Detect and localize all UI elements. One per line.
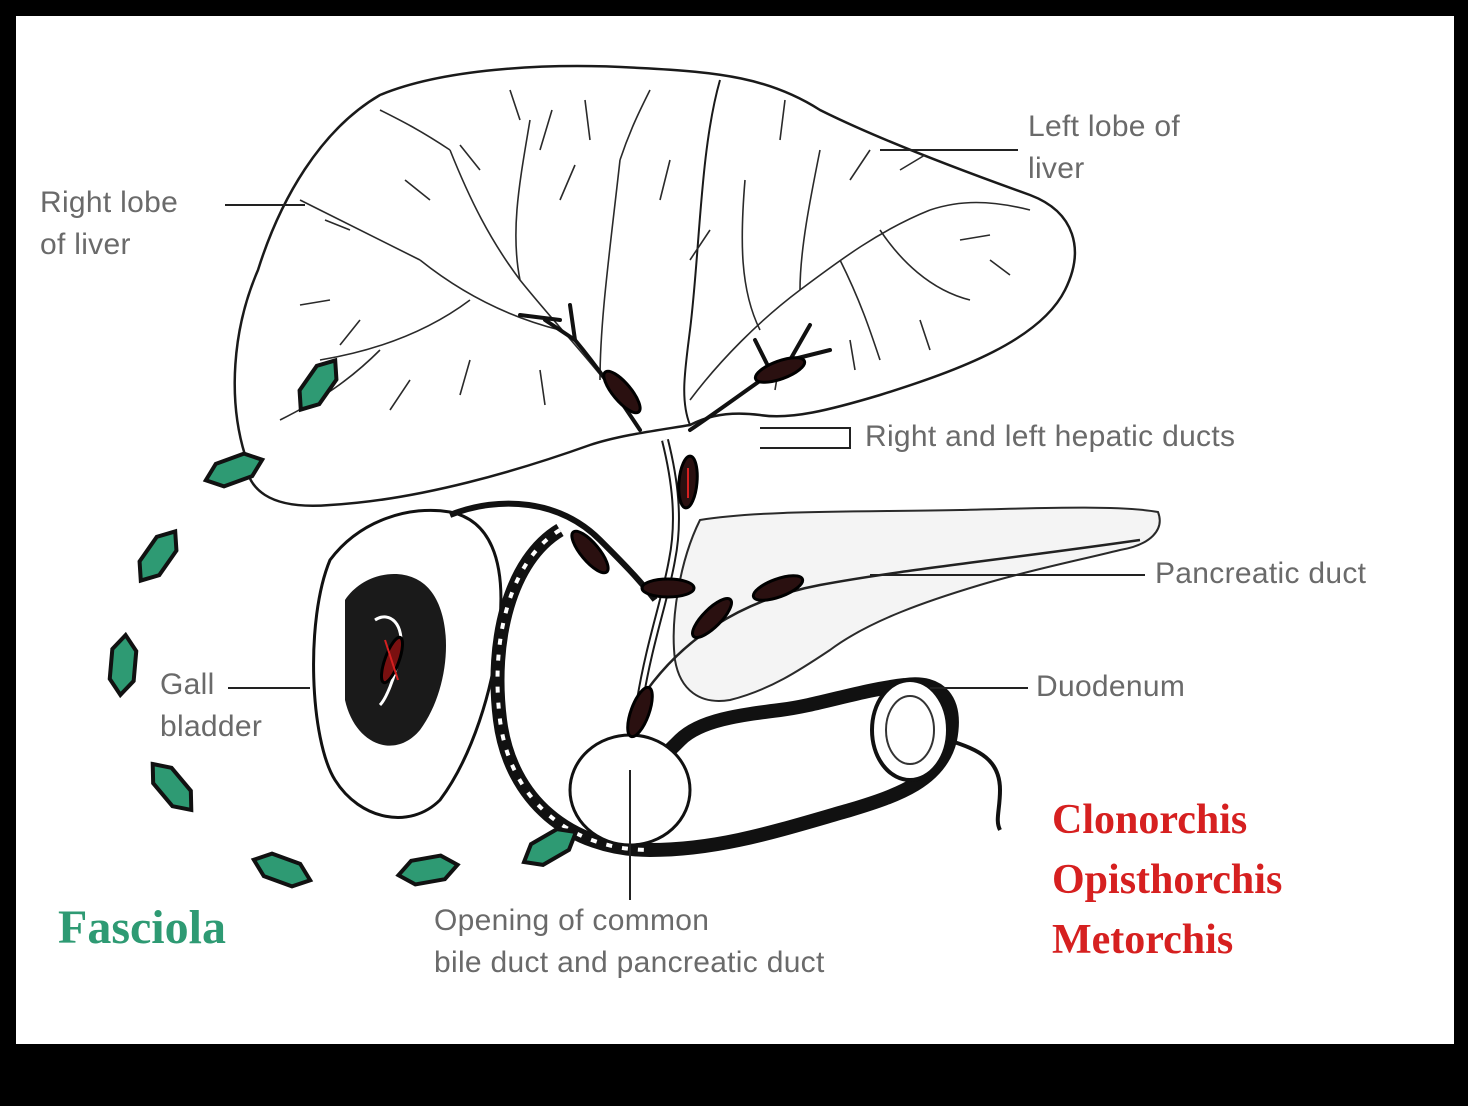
gall-bladder-label: Gall bladder	[160, 664, 262, 748]
fasciola-fluke-icon	[144, 756, 201, 817]
right-lobe-label: Right lobe of liver	[40, 182, 178, 266]
pancreatic-duct-label: Pancreatic duct	[1155, 553, 1366, 595]
fasciola-fluke-icon	[396, 853, 459, 887]
liver-fluke-icon	[642, 579, 694, 597]
duodenum-label: Duodenum	[1036, 666, 1185, 708]
liver-fluke-icon	[752, 353, 807, 388]
fasciola-fluke-icon	[291, 354, 345, 417]
hepatic-ducts-label: Right and left hepatic ducts	[865, 416, 1235, 458]
liver-fluke-icon	[623, 684, 658, 739]
liver-fluke-icon	[598, 366, 645, 417]
liver-ducts-texture	[280, 90, 1030, 430]
fasciola-fluke-icon	[131, 525, 185, 588]
opisthorchis-label: Opisthorchis	[1052, 850, 1282, 910]
liver-lobe-division	[684, 80, 720, 425]
metorchis-label: Metorchis	[1052, 910, 1282, 970]
fasciola-fluke-icon	[250, 848, 315, 891]
clonorchis-label: Clonorchis	[1052, 790, 1282, 850]
left-lobe-label: Left lobe of liver	[1028, 106, 1180, 190]
fasciola-label: Fasciola	[58, 900, 226, 955]
fasciola-fluke-icon	[108, 634, 137, 696]
fasciola-fluke-icon	[202, 448, 267, 491]
common-duct-opening-label: Opening of common bile duct and pancreat…	[434, 900, 825, 984]
red-species-list: Clonorchis Opisthorchis Metorchis	[1052, 790, 1282, 970]
